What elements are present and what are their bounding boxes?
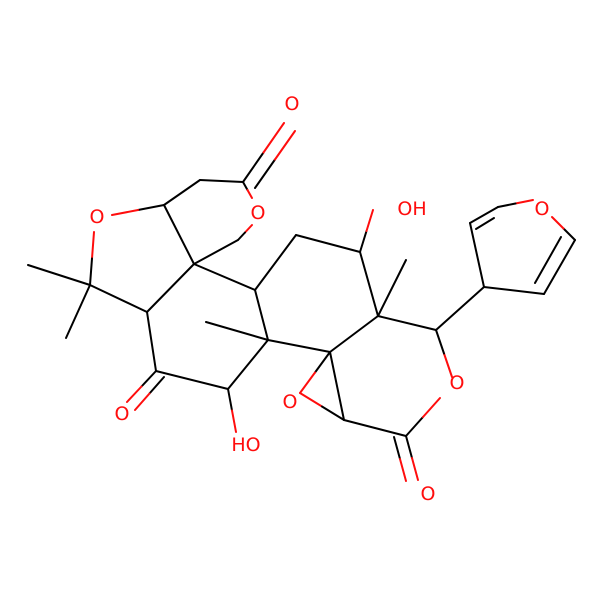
bond-47 (475, 217, 495, 230)
bond-2 (199, 179, 244, 183)
bond-18-a (227, 388, 233, 412)
bond-27 (377, 259, 407, 317)
bond-44-b (551, 216, 565, 230)
atom-label-o-ketone-top: O (285, 93, 300, 115)
bond-35-a (443, 352, 453, 378)
bond-14 (146, 311, 157, 372)
bond-23 (254, 234, 297, 291)
bond-35-b (435, 329, 445, 355)
bond-41 (483, 286, 545, 295)
bond-9-b (89, 257, 93, 286)
bond-46 (469, 206, 499, 224)
bond-39 (435, 286, 485, 331)
bond-40 (469, 222, 485, 288)
bond-12 (89, 284, 148, 313)
bond-4-a (244, 224, 253, 234)
bond-43 (534, 236, 562, 284)
atom-label-o-lactone-carbonyl: O (421, 483, 436, 505)
bond-22 (205, 321, 269, 341)
bond-0-a (242, 151, 265, 183)
bond-21 (193, 263, 256, 291)
bond-16-a (148, 376, 165, 395)
bond-30-a (314, 351, 331, 374)
bond-28 (329, 315, 379, 353)
bond-16-b (134, 392, 151, 411)
bond-24 (295, 234, 361, 253)
atom-label-o-thf-ring: O (90, 206, 105, 228)
bond-13 (146, 263, 195, 313)
bond-9-a (91, 231, 95, 260)
bond-20 (254, 289, 269, 341)
atom-label-o-lactone-ring-lower: O (450, 372, 465, 394)
bond-1-a (254, 158, 276, 189)
bond-0-b (262, 122, 285, 154)
bond-6 (163, 179, 201, 206)
bond-44-a (562, 227, 576, 241)
bond-33 (343, 419, 407, 437)
atom-label-oh-upper: OH (397, 198, 426, 220)
bond-1-b (274, 130, 296, 161)
bond-45-b (497, 202, 517, 208)
bond-32 (329, 351, 345, 421)
bond-7-a (137, 204, 165, 211)
bond-25-a (359, 230, 368, 253)
bond-3-b (246, 189, 253, 199)
bond-19 (227, 339, 269, 390)
atom-label-oh-lower: HO (231, 434, 260, 456)
bond-layer (27, 122, 576, 482)
atom-label-o-epoxide: O (283, 391, 298, 413)
atom-label-o-furan: O (535, 198, 550, 220)
bond-15-b (126, 385, 143, 403)
bond-17 (155, 370, 229, 390)
bond-7-b (111, 209, 139, 216)
bond-37-b (411, 457, 419, 481)
bond-3-a (242, 181, 249, 191)
bond-31-a (299, 392, 323, 408)
bond-36 (377, 315, 437, 331)
bond-10 (27, 264, 91, 286)
bond-15-a (140, 370, 157, 388)
bond-26 (359, 251, 379, 317)
bond-38-b (399, 458, 407, 482)
atom-label-o-lactone-ring-upper: O (251, 202, 266, 224)
bond-42 (543, 239, 576, 295)
bond-4-b (237, 231, 246, 241)
bond-37-a (405, 435, 413, 459)
bond-11 (65, 284, 91, 339)
bond-18-b (231, 409, 237, 433)
bond-34-b (422, 397, 441, 418)
bond-25-b (365, 209, 374, 232)
bond-29 (267, 339, 331, 353)
bond-34-a (405, 416, 424, 437)
atom-label-o-ketone-left: O (115, 403, 130, 425)
bond-38-a (393, 436, 401, 460)
bond-8 (163, 204, 195, 265)
bond-45-a (514, 199, 534, 205)
bond-30-b (299, 371, 316, 394)
bond-31-b (321, 405, 345, 421)
atom-label-layer: O O O OH O O HO O O O (90, 93, 550, 505)
bond-5 (193, 239, 239, 265)
